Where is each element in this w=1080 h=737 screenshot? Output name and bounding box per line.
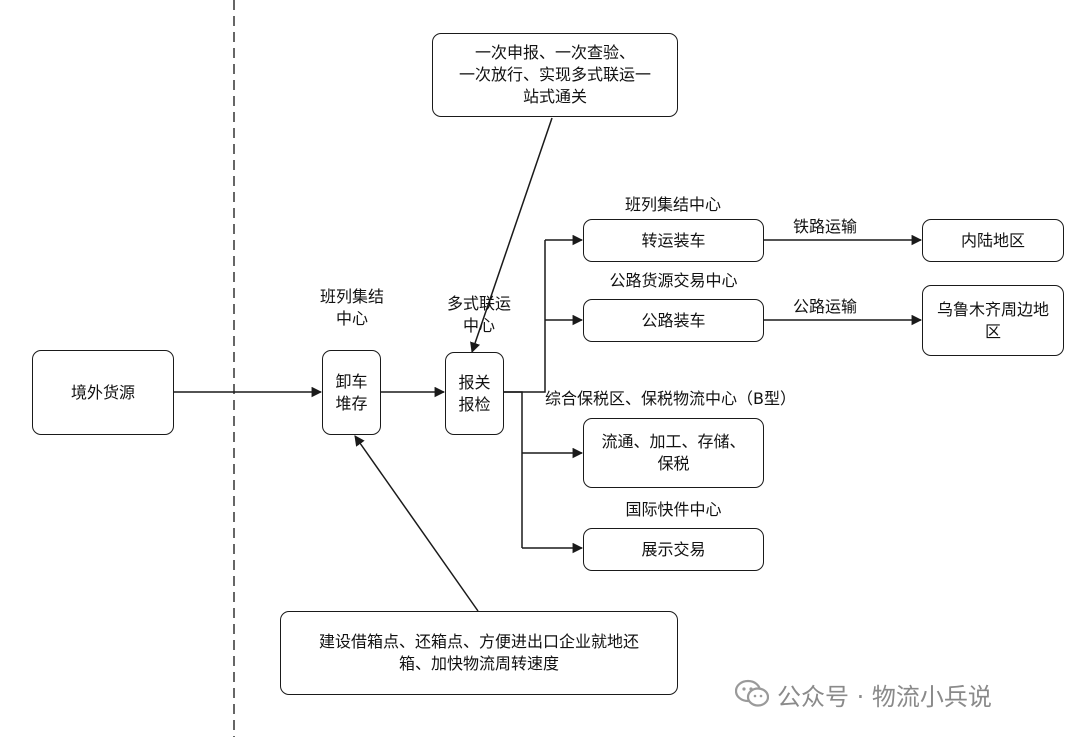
label-rail-transport: 铁路运输 — [792, 217, 857, 236]
label-express-center: 国际快件中心 — [625, 500, 722, 519]
note-container-points-text: 建设借箱点、还箱点、方便进出口企业就地还 箱、加快物流周转速度 — [318, 632, 639, 673]
node-urumqi-surroundings: 乌鲁木齐周边地 区 — [922, 285, 1064, 356]
node-urumqi-surroundings-label: 乌鲁木齐周边地 区 — [936, 299, 1049, 341]
node-unload-storage: 卸车 堆存 — [322, 350, 381, 435]
node-customs-inspection-label: 报关 报检 — [458, 372, 491, 414]
node-overseas-source-label: 境外货源 — [70, 382, 135, 402]
label-train-hub-1: 班列集结 中心 — [319, 287, 384, 328]
node-transfer-loading-label: 转运装车 — [641, 230, 706, 250]
note-one-stop-clearance-text: 一次申报、一次查验、 一次放行、实现多式联运一 站式通关 — [458, 43, 651, 106]
note-container-points: 建设借箱点、还箱点、方便进出口企业就地还 箱、加快物流周转速度 — [280, 611, 678, 695]
node-road-loading: 公路装车 — [583, 299, 764, 342]
watermark-text: 公众号 · 物流小兵说 — [777, 682, 992, 711]
label-multimodal-hub: 多式联运 中心 — [446, 294, 511, 335]
arrow-note-to-declare — [470, 117, 553, 353]
node-transfer-loading: 转运装车 — [583, 219, 764, 262]
label-train-hub-2: 班列集结中心 — [624, 195, 721, 214]
note-one-stop-clearance: 一次申报、一次查验、 一次放行、实现多式联运一 站式通关 — [432, 33, 678, 117]
node-exhibition-trade-label: 展示交易 — [641, 539, 706, 559]
node-bonded-operations: 流通、加工、存储、 保税 — [583, 418, 764, 488]
arrow-container-note-to-unload — [354, 435, 479, 612]
connector-declare-to-lower-trunk — [503, 391, 523, 548]
node-customs-inspection: 报关 报检 — [445, 352, 504, 435]
node-inland-region-label: 内陆地区 — [960, 230, 1025, 250]
wechat-icon — [735, 679, 769, 707]
watermark: 公众号 · 物流小兵说 — [735, 674, 992, 714]
node-inland-region: 内陆地区 — [922, 219, 1064, 262]
label-road-transport: 公路运输 — [792, 297, 857, 316]
label-bonded-zone: 综合保税区、保税物流中心（B型） — [545, 389, 796, 408]
node-overseas-source: 境外货源 — [32, 350, 174, 435]
node-unload-storage-label: 卸车 堆存 — [335, 371, 368, 413]
label-road-market: 公路货源交易中心 — [609, 271, 738, 290]
node-road-loading-label: 公路装车 — [641, 310, 706, 330]
node-bonded-operations-label: 流通、加工、存储、 保税 — [601, 432, 746, 473]
node-exhibition-trade: 展示交易 — [583, 528, 764, 571]
